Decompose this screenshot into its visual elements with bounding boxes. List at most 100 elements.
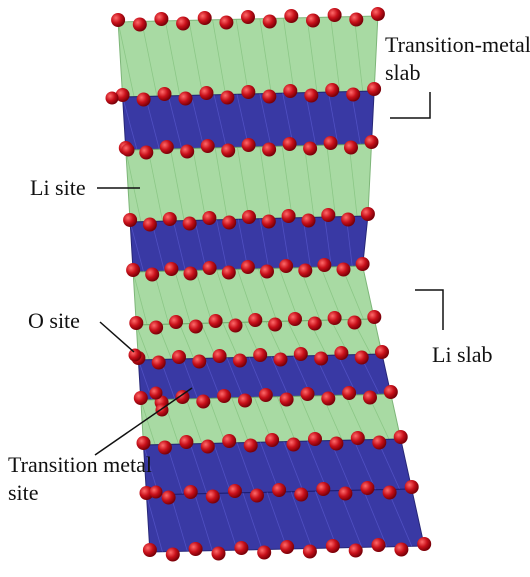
oxygen-atom <box>137 93 151 107</box>
li-site-label: Li site <box>30 175 86 201</box>
oxygen-atom <box>242 210 256 224</box>
oxygen-atom <box>283 84 297 98</box>
oxygen-atom <box>349 13 363 27</box>
oxygen-atom <box>164 262 178 276</box>
oxygen-atom <box>206 490 220 504</box>
oxygen-atom <box>241 10 255 24</box>
oxygen-atom <box>106 92 119 105</box>
oxygen-atom <box>217 389 231 403</box>
oxygen-atom <box>316 482 330 496</box>
oxygen-atom <box>405 480 419 494</box>
oxygen-atom <box>179 435 193 449</box>
oxygen-atom <box>259 388 273 402</box>
oxygen-atom <box>384 385 398 399</box>
oxygen-atom <box>228 484 242 498</box>
oxygen-atom <box>288 312 302 326</box>
oxygen-atom <box>166 548 180 562</box>
oxygen-atom <box>201 139 215 153</box>
transition-metal-site-label: Transition metal <box>8 452 152 478</box>
oxygen-atom <box>394 543 408 557</box>
oxygen-atom <box>133 18 147 32</box>
oxygen-atom <box>298 264 312 278</box>
oxygen-atom <box>126 263 140 277</box>
oxygen-atom <box>176 17 190 31</box>
oxygen-atom <box>234 541 248 555</box>
oxygen-atom <box>250 489 264 503</box>
transition-metal-slab-label-line2: slab <box>385 60 420 86</box>
oxygen-atom <box>262 90 276 104</box>
oxygen-atom <box>417 537 431 551</box>
oxygen-atom <box>241 85 255 99</box>
oxygen-atom <box>263 15 277 29</box>
oxygen-atom <box>111 13 125 27</box>
oxygen-atom <box>329 437 343 451</box>
oxygen-atom <box>139 146 153 160</box>
oxygen-atom <box>365 135 379 149</box>
oxygen-atom <box>163 212 177 226</box>
oxygen-atom <box>394 430 408 444</box>
oxygen-atom <box>302 214 316 228</box>
oxygen-atom <box>325 83 339 97</box>
oxygen-atom <box>306 14 320 28</box>
o-site-leader <box>100 322 134 352</box>
oxygen-atom <box>220 91 234 105</box>
oxygen-atom <box>346 88 360 102</box>
oxygen-atom <box>158 441 172 455</box>
oxygen-atom <box>321 208 335 222</box>
oxygen-atom <box>248 313 262 327</box>
oxygen-atom <box>328 311 342 325</box>
oxygen-atom <box>169 315 183 329</box>
oxygen-atom <box>203 261 217 275</box>
transition-metal-slab-bracket <box>390 92 430 118</box>
oxygen-atom <box>284 9 298 23</box>
oxygen-atom <box>280 393 294 407</box>
oxygen-atom <box>348 316 362 330</box>
oxygen-atom <box>321 392 335 406</box>
oxygen-atom <box>200 86 214 100</box>
oxygen-atom <box>189 542 203 556</box>
oxygen-atom <box>317 258 331 272</box>
li-slab-label: Li slab <box>432 342 493 368</box>
oxygen-atom <box>375 345 389 359</box>
oxygen-atom <box>361 481 375 495</box>
oxygen-atom <box>337 263 351 277</box>
oxygen-atom <box>253 348 267 362</box>
oxygen-atom <box>150 486 163 499</box>
oxygen-atom <box>356 257 370 271</box>
oxygen-atom <box>372 436 386 450</box>
oxygen-atom <box>308 317 322 331</box>
oxygen-atom <box>303 545 317 559</box>
oxygen-atom <box>202 211 216 225</box>
oxygen-atom <box>260 265 274 279</box>
oxygen-atom <box>123 213 137 227</box>
oxygen-atom <box>274 353 288 367</box>
oxygen-atom <box>361 207 375 221</box>
oxygen-atom <box>150 387 163 400</box>
oxygen-atom <box>219 16 233 30</box>
oxygen-atom <box>367 82 381 96</box>
oxygen-atom <box>371 7 385 21</box>
oxygen-atom <box>287 438 301 452</box>
o-site-label: O site <box>28 308 80 334</box>
oxygen-atom <box>244 439 258 453</box>
oxygen-atom <box>149 321 163 335</box>
oxygen-atom <box>344 141 358 155</box>
oxygen-atom <box>201 440 215 454</box>
oxygen-atom <box>179 92 193 106</box>
oxygen-atom <box>143 543 157 557</box>
oxygen-atom <box>308 432 322 446</box>
oxygen-atom <box>314 352 328 366</box>
oxygen-atom <box>180 145 194 159</box>
oxygen-atom <box>338 487 352 501</box>
oxygen-atom <box>279 259 293 273</box>
oxygen-atom <box>324 136 338 150</box>
oxygen-atom <box>294 488 308 502</box>
oxygen-atom <box>152 356 166 370</box>
oxygen-atom <box>189 320 203 334</box>
oxygen-atom <box>122 144 135 157</box>
oxygen-atom <box>137 436 151 450</box>
oxygen-atom <box>303 142 317 156</box>
oxygen-atom <box>183 217 197 231</box>
oxygen-atom <box>238 394 252 408</box>
